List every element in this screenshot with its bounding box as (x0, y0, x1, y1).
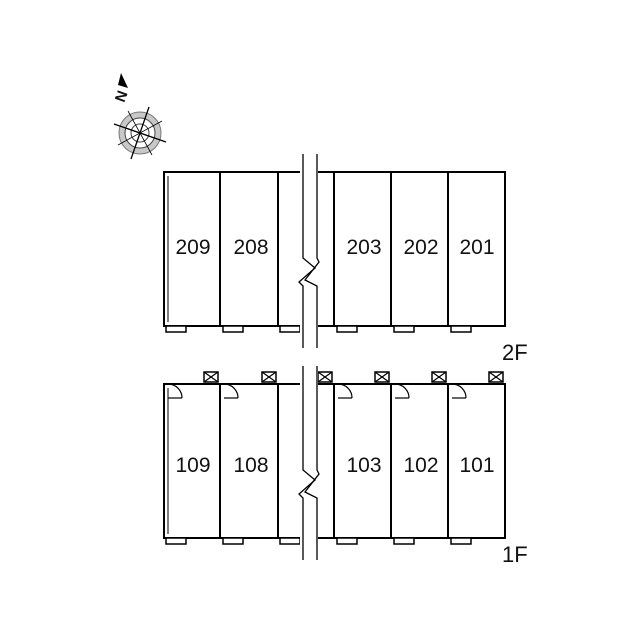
balcony (336, 325, 358, 333)
floor-2f: 209 208 203 202 201 2F (163, 152, 528, 365)
balcony (279, 325, 301, 333)
break-line (304, 154, 320, 348)
unit-103 (333, 383, 392, 539)
unit-209 (163, 171, 221, 327)
balcony (222, 537, 244, 545)
meter-box-icon (203, 371, 504, 383)
room-label: 208 (233, 236, 268, 259)
unit-102 (390, 383, 449, 539)
unit-108 (219, 383, 279, 539)
unit-202 (390, 171, 449, 327)
door-icon (167, 383, 467, 399)
unit-208 (219, 171, 279, 327)
unit-109 (163, 383, 221, 539)
north-label: N (112, 88, 132, 104)
balcony (393, 537, 415, 545)
balcony (165, 325, 187, 333)
balcony (279, 537, 301, 545)
break-line (304, 366, 320, 560)
break-line (298, 154, 317, 348)
room-label: 203 (346, 236, 381, 259)
room-label: 103 (346, 454, 381, 477)
floor-label: 1F (502, 542, 528, 567)
break-line (298, 366, 317, 560)
unit-101 (447, 383, 506, 539)
room-label: 102 (403, 454, 438, 477)
room-label: 109 (175, 454, 210, 477)
room-label: 108 (233, 454, 268, 477)
room-label: 202 (403, 236, 438, 259)
room-label: 209 (175, 236, 210, 259)
floor-label: 2F (502, 340, 528, 365)
balcony (165, 537, 187, 545)
room-label: 101 (459, 454, 494, 477)
floor-1f: 109 108 103 102 101 1F (163, 364, 528, 567)
balcony (336, 537, 358, 545)
balcony (393, 325, 415, 333)
balcony (450, 537, 472, 545)
room-label: 201 (459, 236, 494, 259)
balcony (450, 325, 472, 333)
unit-201 (447, 171, 506, 327)
unit-203 (333, 171, 392, 327)
balcony (222, 325, 244, 333)
compass-rose-icon (113, 73, 167, 160)
